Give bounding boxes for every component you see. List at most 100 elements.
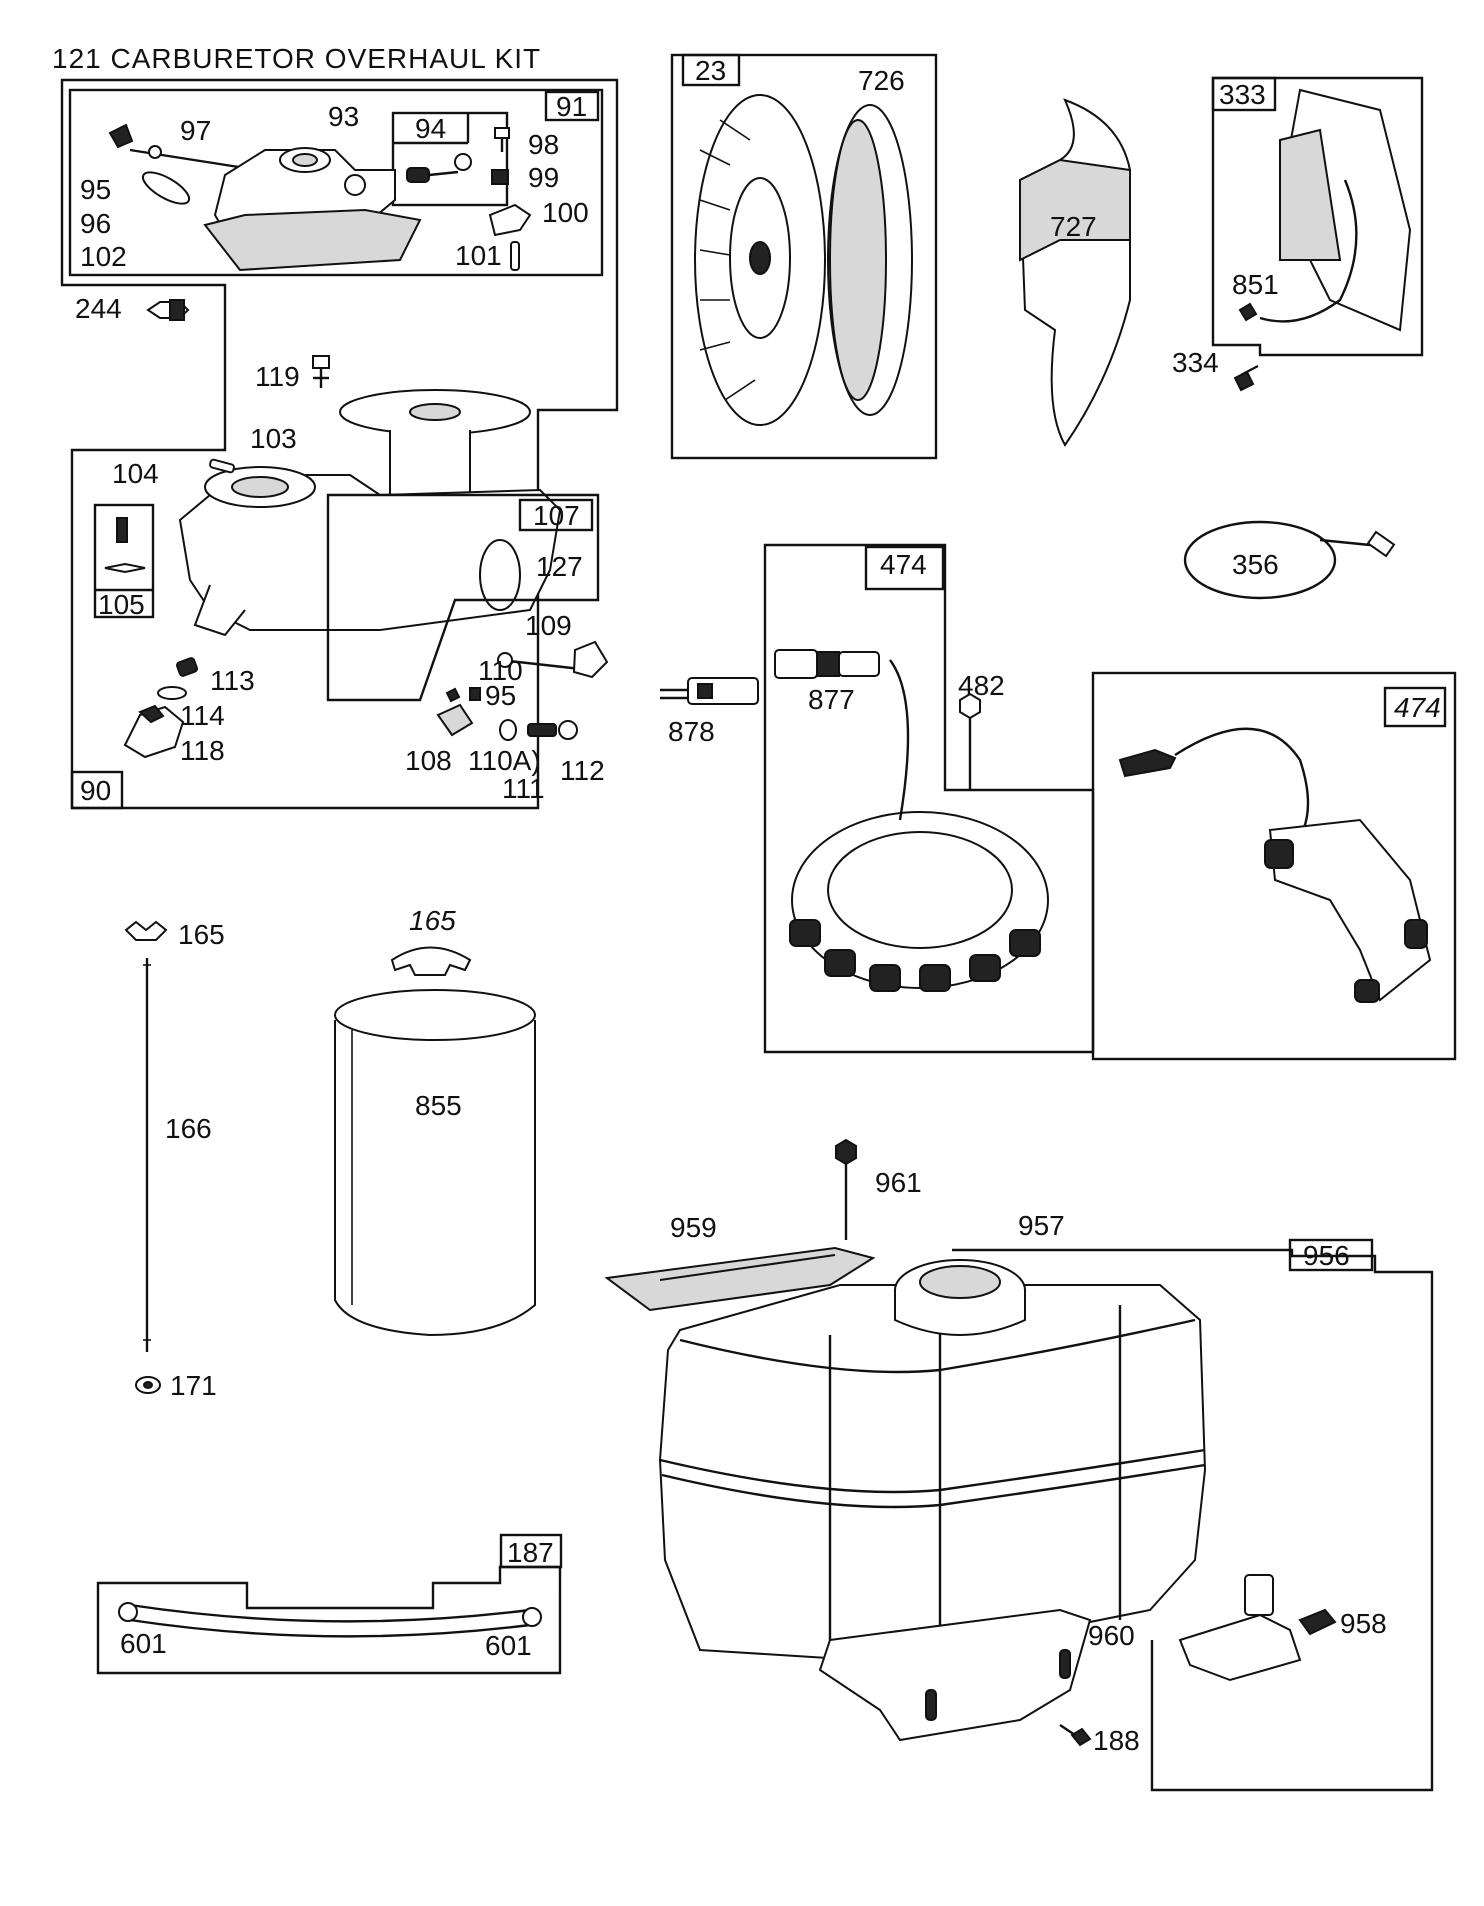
callout-482: 482 (958, 670, 1005, 701)
callout-474-left: 474 (880, 549, 927, 580)
bowl-nut-118 (123, 704, 185, 759)
callout-95-lower: 95 (485, 680, 516, 711)
nut-99 (491, 169, 509, 185)
o-ring-95b (469, 687, 481, 701)
fuel-hose-187 (118, 1602, 542, 1638)
callout-726: 726 (858, 65, 905, 96)
pin-104 (209, 458, 235, 474)
callout-334: 334 (1172, 347, 1219, 378)
box-label-107 (518, 498, 594, 532)
callout-107: 107 (533, 500, 580, 531)
callout-601-right: 601 (485, 1630, 532, 1661)
tank-bracket-960 (818, 1608, 1092, 1742)
callout-93: 93 (328, 101, 359, 132)
fitting-244 (146, 299, 190, 321)
box-label-91 (544, 90, 600, 122)
callout-171: 171 (170, 1370, 217, 1401)
flywheel-726 (694, 94, 913, 426)
choke-shaft-97 (108, 123, 246, 170)
callout-99: 99 (528, 162, 559, 193)
needle-105 (116, 517, 128, 543)
stator-474-left (789, 659, 1049, 992)
box-label-474-right (1383, 686, 1447, 728)
callout-100: 100 (542, 197, 589, 228)
callout-127: 127 (536, 551, 583, 582)
pin-101 (510, 241, 520, 271)
callout-878: 878 (668, 716, 715, 747)
screw-188 (1059, 1724, 1092, 1747)
callout-601-left: 601 (120, 1628, 167, 1659)
callout-474-right: 474 (1394, 692, 1441, 723)
box-label-474-left (864, 545, 945, 591)
callout-187: 187 (507, 1537, 554, 1568)
alternator-box-right (1091, 671, 1457, 1061)
callout-244: 244 (75, 293, 122, 324)
screw-334 (1233, 364, 1259, 392)
fuel-tank-body (658, 1284, 1207, 1662)
callout-101: 101 (455, 240, 502, 271)
callout-109: 109 (525, 610, 572, 641)
callout-166: 166 (165, 1113, 212, 1144)
callout-333: 333 (1219, 79, 1266, 110)
box-107-outline (326, 493, 600, 702)
callout-96: 96 (80, 208, 111, 239)
callout-727: 727 (1050, 211, 1097, 242)
throttle-shaft-109 (497, 640, 609, 679)
callout-956: 956 (1303, 1240, 1350, 1271)
box-label-23 (681, 53, 741, 87)
jet-113 (175, 657, 199, 677)
box-94 (391, 111, 509, 207)
callout-110: 110 (478, 655, 523, 686)
callout-165-left: 165 (178, 919, 225, 950)
bolt-482 (959, 692, 981, 790)
callout-855: 855 (415, 1090, 462, 1121)
callout-98: 98 (528, 129, 559, 160)
carburetor-body-93 (203, 147, 422, 272)
callout-111: 111 (502, 773, 545, 804)
filter-855 (334, 989, 536, 1337)
callout-108: 108 (405, 745, 452, 776)
kit-title: 121 CARBURETOR OVERHAUL KIT (52, 43, 541, 74)
rod-166 (143, 958, 151, 1352)
callout-961: 961 (875, 1167, 922, 1198)
callout-114: 114 (180, 700, 225, 731)
callout-118: 118 (180, 735, 225, 766)
callout-95-kit: 95 (80, 174, 111, 205)
callout-119: 119 (255, 361, 300, 392)
callout-97: 97 (180, 115, 211, 146)
armature-box (1211, 76, 1424, 357)
box-105 (93, 503, 155, 619)
fuel-tank-box (952, 1248, 1434, 1792)
callout-958: 958 (1340, 1608, 1387, 1639)
callout-960: 960 (1088, 1620, 1135, 1651)
idle-screw-112 (499, 719, 578, 741)
shroud-727 (1018, 98, 1131, 447)
carburetor-bowl-103 (178, 389, 562, 637)
spring-105 (104, 562, 146, 574)
callout-112: 112 (560, 755, 605, 786)
o-ring-95 (141, 171, 191, 205)
clip-165 (390, 946, 472, 976)
callout-110a: 110A) (468, 745, 541, 776)
plug-878 (660, 677, 759, 705)
connector-877 (774, 649, 880, 679)
flywheel-box (670, 53, 938, 460)
screw-98 (494, 127, 510, 152)
callout-113: 113 (210, 665, 255, 696)
box-label-333 (1211, 76, 1277, 112)
stator-474-right (1118, 727, 1432, 1003)
fuel-cap-957 (894, 1259, 1026, 1336)
callout-103: 103 (250, 423, 297, 454)
ground-wire-356 (1183, 520, 1396, 600)
float-100 (488, 203, 532, 237)
overhaul-kit-box (68, 88, 604, 277)
armature-333 (1259, 88, 1412, 332)
gasket-114 (157, 686, 187, 700)
callout-105: 105 (98, 589, 145, 620)
screw-119 (312, 355, 330, 388)
callout-356: 356 (1232, 549, 1279, 580)
callout-91: 91 (556, 91, 587, 122)
nut-171 (135, 1376, 161, 1394)
